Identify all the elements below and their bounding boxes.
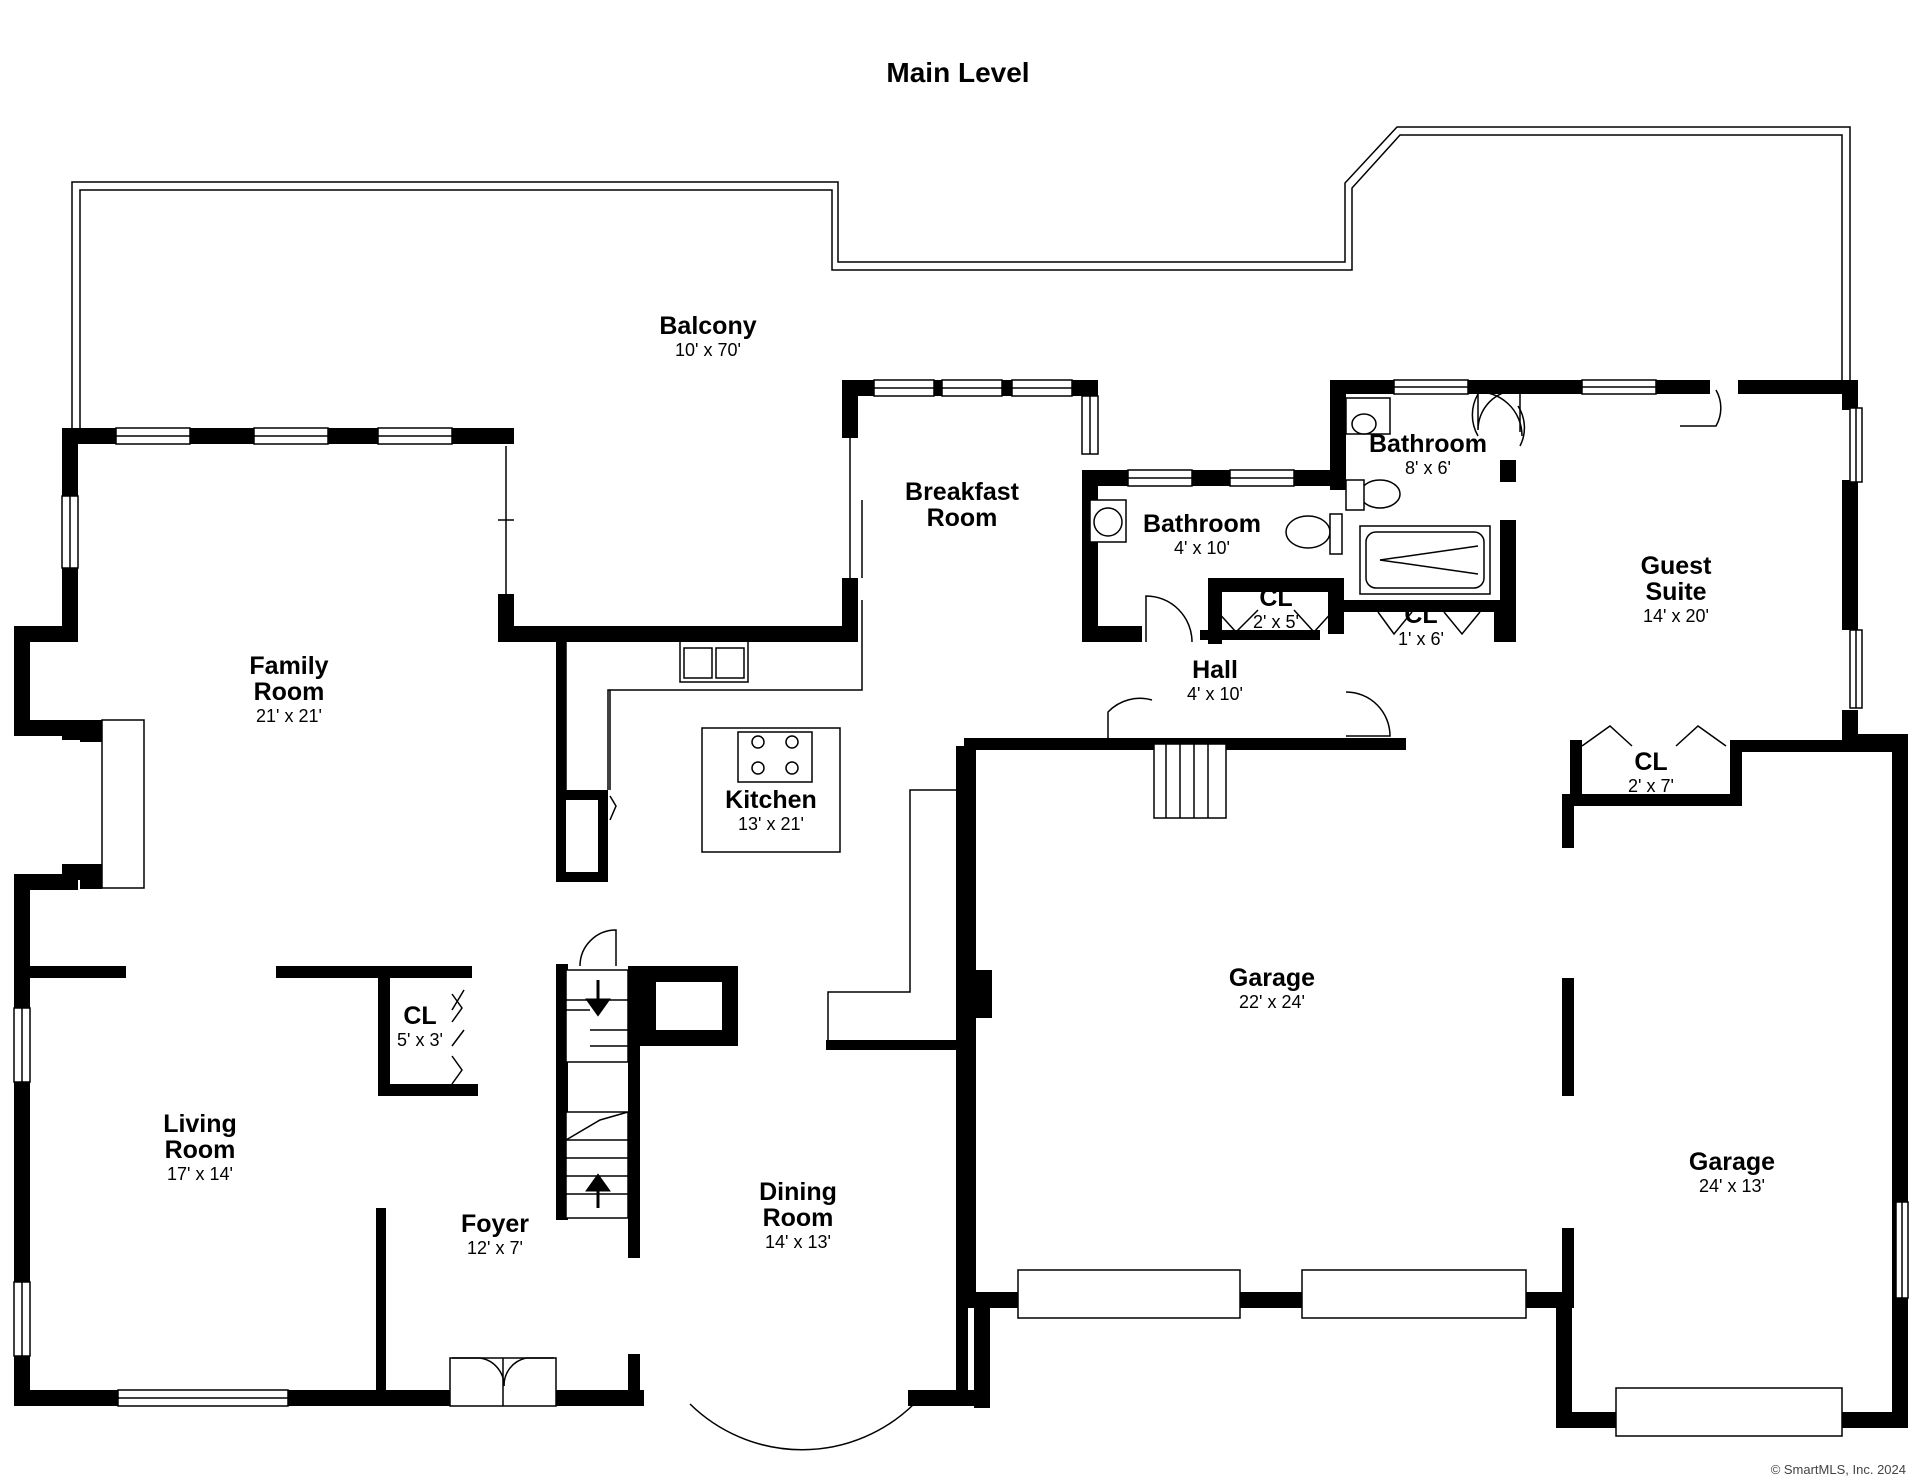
room-dimensions: 13' x 21' [738,814,804,834]
room-name: CL [1634,748,1667,776]
doors [449,389,1727,1451]
room-name: Room [763,1204,834,1232]
room-name: Room [927,504,998,532]
room-name: CL [1259,584,1292,612]
room-name: Garage [1229,964,1315,992]
room-dimensions: 5' x 3' [397,1030,443,1050]
room-label-cl4: CL5' x 3' [397,1002,443,1050]
room-name: Bathroom [1369,430,1487,458]
windows [13,379,1909,1407]
room-dimensions: 4' x 10' [1174,538,1230,558]
room-dimensions: 2' x 7' [1628,776,1674,796]
balcony-outline [71,126,1851,434]
room-name: Garage [1689,1148,1775,1176]
room-name: Guest [1641,552,1713,580]
room-name: Breakfast [905,478,1020,506]
room-dimensions: 14' x 13' [765,1232,831,1252]
room-label-cl1: CL2' x 5' [1253,584,1299,632]
room-name: Room [254,678,325,706]
room-name: Bathroom [1143,510,1261,538]
room-name: Living [163,1110,237,1138]
room-name: Family [249,652,328,680]
room-name: Room [165,1136,236,1164]
room-dimensions: 8' x 6' [1405,458,1451,478]
room-name: Dining [759,1178,837,1206]
room-name: Balcony [659,312,756,340]
plan-title: Main Level [886,57,1029,88]
room-dimensions: 12' x 7' [467,1238,523,1258]
interior-details [101,438,956,1040]
room-dimensions: 24' x 13' [1699,1176,1765,1196]
room-name: Hall [1192,656,1238,684]
room-dimensions: 10' x 70' [675,340,741,360]
room-dimensions: 2' x 5' [1253,612,1299,632]
room-dimensions: 17' x 14' [167,1164,233,1184]
room-name: Foyer [461,1210,529,1238]
copyright-text: © SmartMLS, Inc. 2024 [1771,1462,1906,1477]
room-dimensions: 4' x 10' [1187,684,1243,704]
room-dimensions: 1' x 6' [1398,629,1444,649]
room-label-cl2: CL1' x 6' [1398,601,1444,649]
room-dimensions: 21' x 21' [256,706,322,726]
room-name: CL [403,1002,436,1030]
room-dimensions: 22' x 24' [1239,992,1305,1012]
stairs [565,743,1227,1219]
room-name: Suite [1645,578,1706,606]
room-label-cl3: CL2' x 7' [1628,748,1674,796]
bathroom-fixtures [1089,397,1491,595]
garage-doors [1017,1269,1843,1437]
stair-arrows [585,980,611,1208]
room-name: Kitchen [725,786,817,814]
room-name: CL [1404,601,1437,629]
walls [14,380,1908,1428]
room-dimensions: 14' x 20' [1643,606,1709,626]
